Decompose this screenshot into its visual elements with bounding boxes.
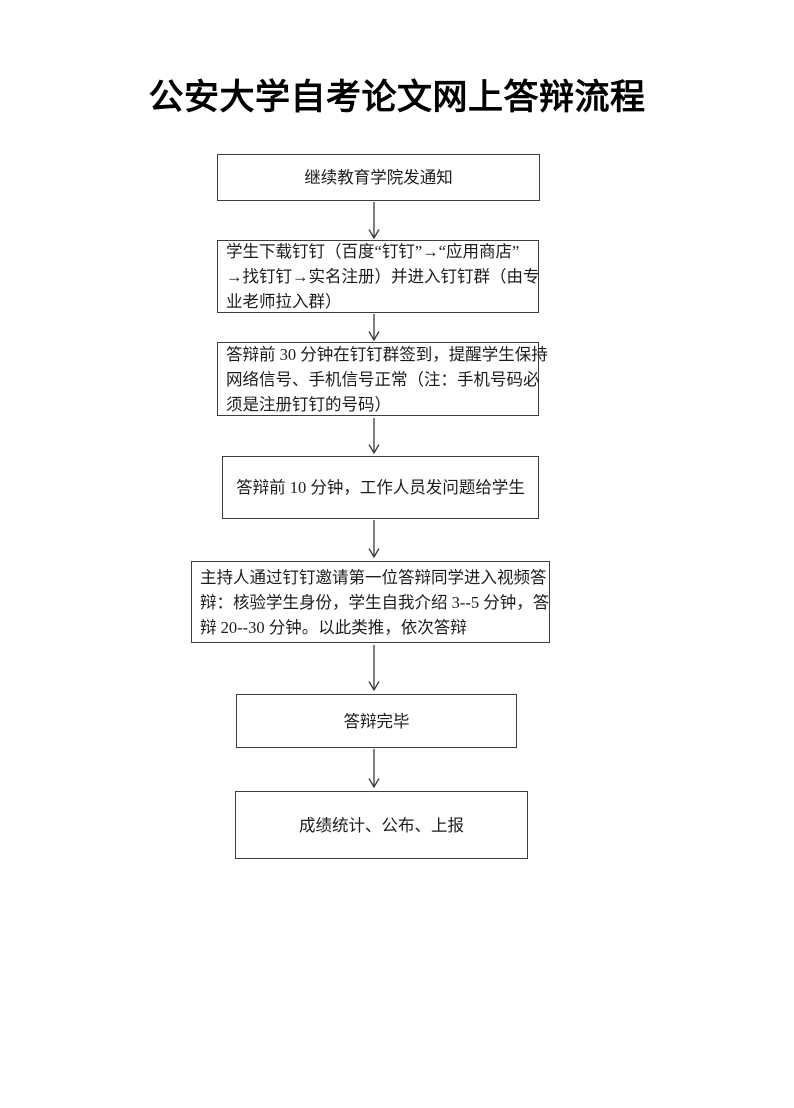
- flow-step-notice: 继续教育学院发通知: [217, 154, 540, 201]
- step-text-line: 答辩前 30 分钟在钉钉群签到，提醒学生保持: [226, 344, 548, 364]
- step-text-line: 业老师拉入群）: [226, 292, 342, 311]
- step-text-line: 成绩统计、公布、上报: [299, 815, 464, 835]
- flow-step-score-report: 成绩统计、公布、上报: [235, 791, 528, 859]
- page-title: 公安大学自考论文网上答辩流程: [148, 78, 646, 117]
- step-text-line: 答辩前 10 分钟，工作人员发问题给学生: [236, 478, 525, 497]
- arrow-down-icon: [366, 314, 382, 341]
- flow-step-signin-reminder: 答辩前 30 分钟在钉钉群签到，提醒学生保持 网络信号、手机信号正常（注：手机号…: [217, 342, 548, 416]
- arrow-down-icon: [366, 520, 382, 558]
- flow-step-defense-complete: 答辩完毕: [236, 694, 517, 748]
- flow-step-download-dingtalk: 学生下载钉钉（百度“钉钉”→“应用商店” →找钉钉→实名注册）并进入钉钉群（由专…: [217, 240, 540, 313]
- step-text-line: 继续教育学院发通知: [304, 168, 453, 187]
- arrow-down-icon: [366, 202, 382, 239]
- arrow-down-icon: [366, 418, 382, 454]
- step-text-line: 辩 20--30 分钟。以此类推，依次答辩: [200, 617, 467, 637]
- flow-step-video-defense: 主持人通过钉钉邀请第一位答辩同学进入视频答 辩：核验学生身份，学生自我介绍 3-…: [191, 561, 550, 643]
- step-text-line: 网络信号、手机信号正常（注：手机号码必: [226, 369, 540, 389]
- step-text-line: 辩：核验学生身份，学生自我介绍 3--5 分钟，答: [200, 592, 550, 612]
- step-text-line: 学生下载钉钉（百度“钉钉”→“应用商店”: [226, 242, 520, 261]
- step-text-line: →找钉钉→实名注册）并进入钉钉群（由专: [226, 267, 540, 286]
- arrow-down-icon: [366, 645, 382, 691]
- flow-step-send-questions: 答辩前 10 分钟，工作人员发问题给学生: [222, 456, 539, 519]
- arrow-down-icon: [366, 749, 382, 788]
- step-text-line: 主持人通过钉钉邀请第一位答辩同学进入视频答: [200, 567, 547, 587]
- step-text-line: 答辩完毕: [343, 711, 410, 731]
- step-text-line: 须是注册钉钉的号码）: [226, 394, 391, 414]
